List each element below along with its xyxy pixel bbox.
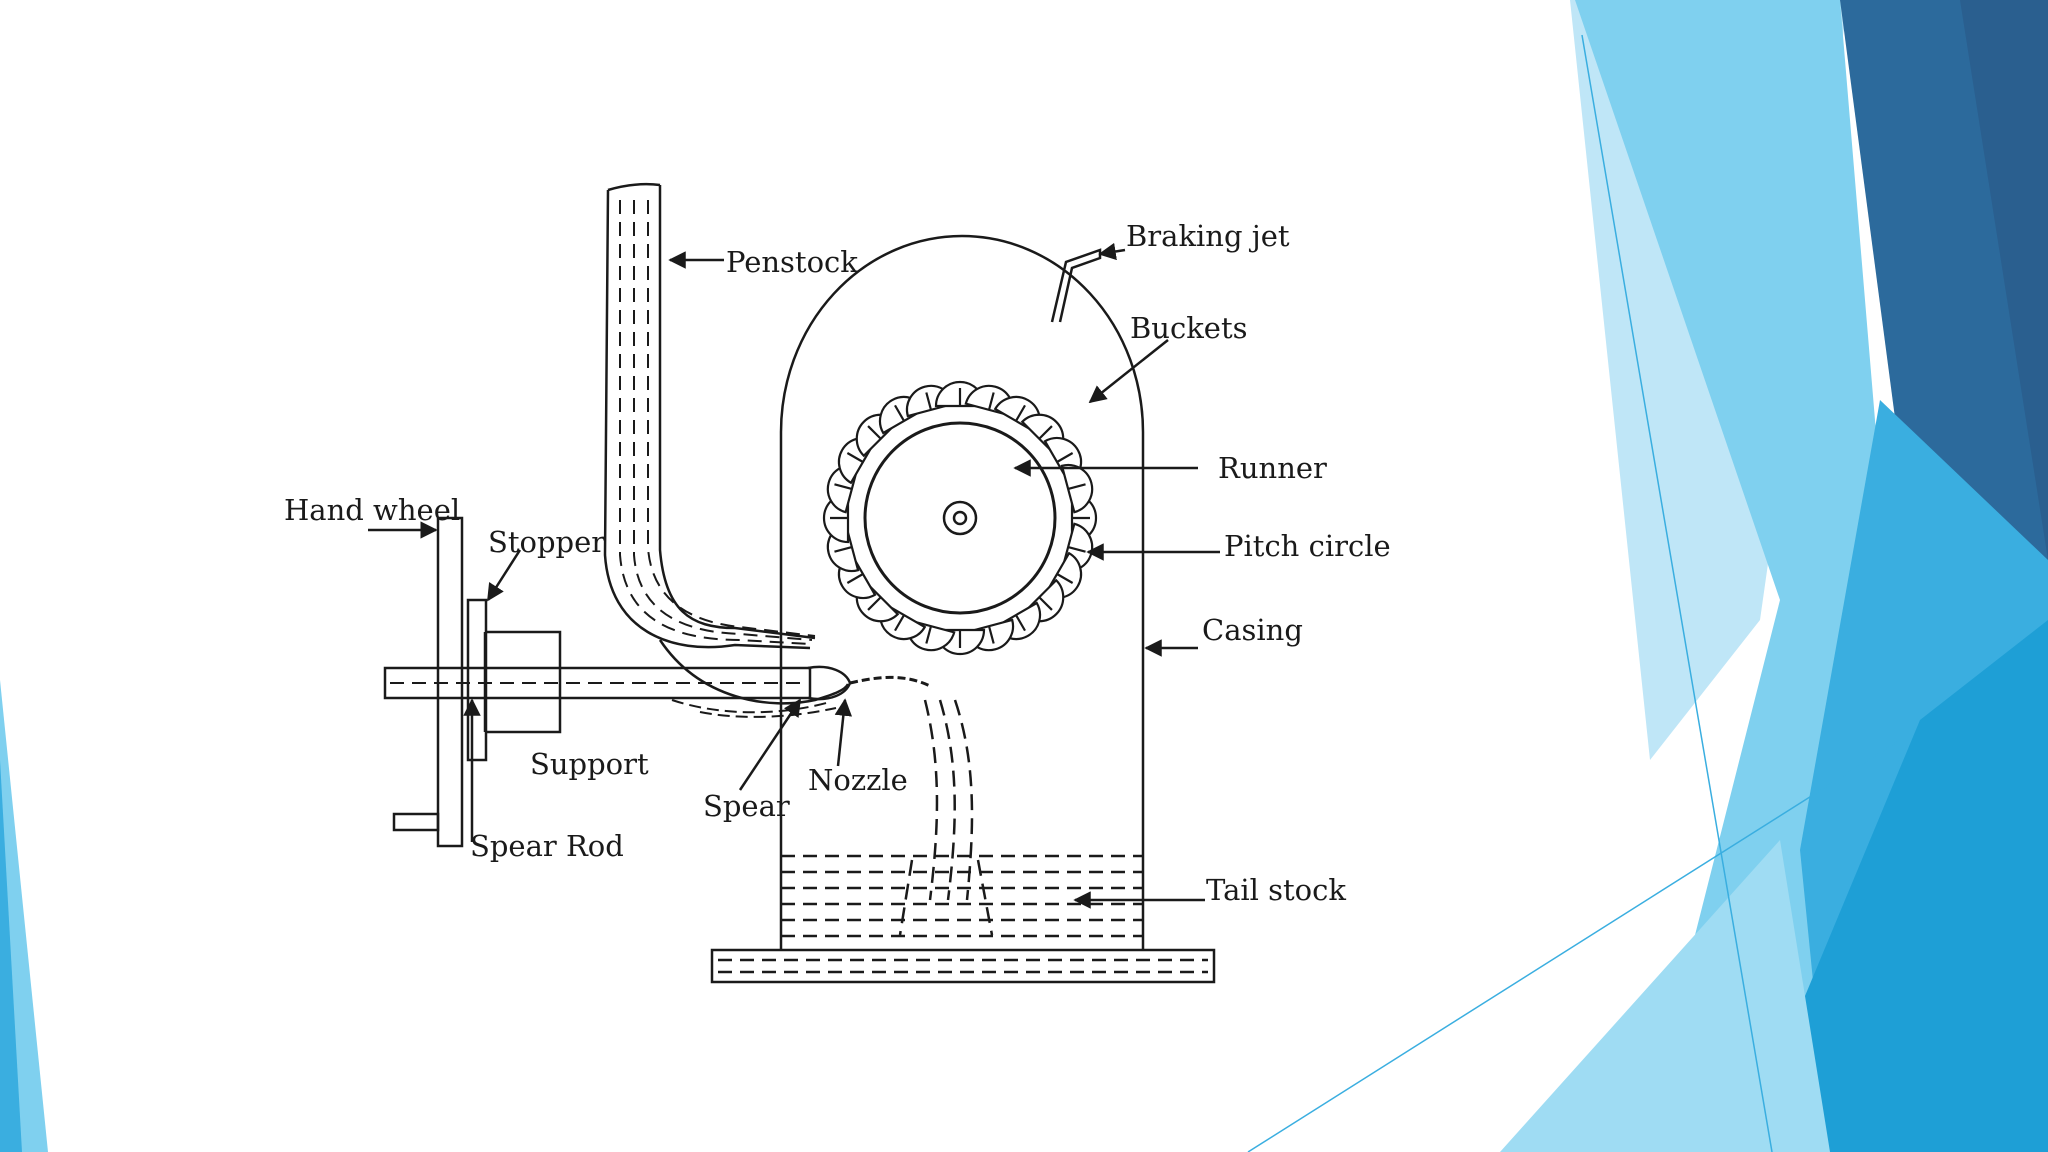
bucket <box>1060 463 1094 514</box>
arrow-buckets <box>1088 339 1169 404</box>
label-braking-jet: Braking jet <box>1126 219 1290 253</box>
arrow-spear <box>738 698 802 791</box>
penstock-water <box>619 200 816 645</box>
label-buckets: Buckets <box>1130 311 1248 345</box>
label-spear-rod: Spear Rod <box>470 829 624 863</box>
penstock-inner <box>658 185 816 640</box>
stopper <box>466 598 488 762</box>
label-pitch-circle: Pitch circle <box>1224 529 1391 563</box>
thin-line-1 <box>1581 34 1773 1152</box>
thin-line-2 <box>1247 739 1901 1152</box>
arrow-stopper <box>486 549 522 602</box>
runner-hub <box>942 500 978 536</box>
buckets-group <box>822 380 1098 656</box>
label-runner: Runner <box>1218 451 1327 485</box>
label-casing: Casing <box>1202 613 1303 647</box>
casing <box>779 234 1145 950</box>
label-support: Support <box>530 747 649 781</box>
facet-bright <box>1740 620 2048 1152</box>
runner-shaft <box>952 510 968 526</box>
arrow-nozzle <box>834 698 853 767</box>
penstock-outer <box>603 189 811 650</box>
spear-rod <box>383 666 812 700</box>
arrow-braking-jet <box>1098 242 1126 261</box>
label-hand-wheel: Hand wheel <box>284 493 460 527</box>
pelton-wheel-diagram <box>368 182 1220 984</box>
facet-darkest <box>1960 0 2048 560</box>
base-plate <box>710 948 1216 984</box>
support <box>485 630 562 734</box>
tail-water <box>718 854 1208 974</box>
left-dark-triangle <box>0 760 22 1152</box>
label-nozzle: Nozzle <box>808 763 908 797</box>
diagram-labels: Penstock Braking jet Buckets Runner Pitc… <box>284 219 1391 907</box>
nozzle-water <box>671 699 837 718</box>
water-jet <box>849 675 931 688</box>
label-penstock: Penstock <box>726 245 858 279</box>
label-tail-stock: Tail stock <box>1206 873 1346 907</box>
falling-water <box>898 699 994 936</box>
label-spear: Spear <box>703 789 790 823</box>
penstock-top <box>607 182 661 192</box>
label-stopper: Stopper <box>488 525 605 559</box>
facet-bottom-light <box>1500 840 1830 1152</box>
hand-wheel-handle <box>392 812 440 832</box>
runner <box>863 421 1057 615</box>
hand-wheel <box>436 516 464 848</box>
left-decoration <box>0 680 48 1152</box>
right-decoration <box>1247 0 2048 1152</box>
